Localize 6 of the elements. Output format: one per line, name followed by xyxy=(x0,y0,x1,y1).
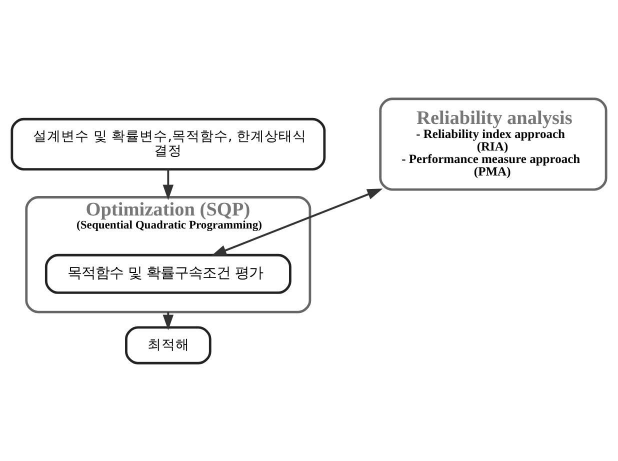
arrow xyxy=(211,188,383,256)
node-box: 설계변수 및 확률변수,목적함수, 한계상태식 결정 xyxy=(10,117,326,170)
node-box: 목적함수 및 확률구속조건 평가 xyxy=(44,253,292,294)
node-box: Reliability analysis - Reliability index approach (RIA) - Performance measure approach (PMA) xyxy=(379,97,608,190)
arrow xyxy=(162,169,174,200)
node-box: 최적해 xyxy=(125,326,212,364)
